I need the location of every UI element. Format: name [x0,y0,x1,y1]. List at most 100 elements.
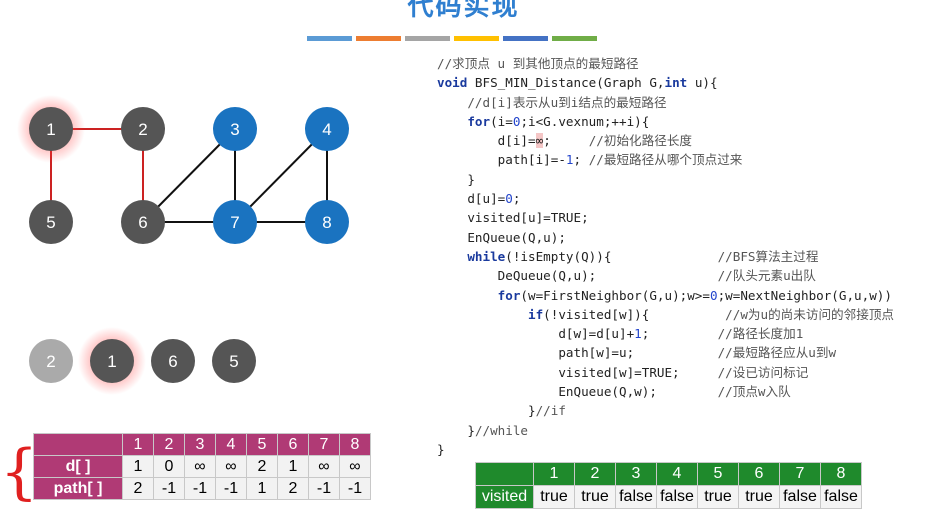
table-cell: false [779,485,821,509]
row-label: d[ ] [33,455,123,478]
table-cell: true [533,485,575,509]
dist-header-3: 3 [184,433,216,456]
code-line-9: visited[u]=TRUE; [467,210,589,226]
dist-header-8: 8 [339,433,371,456]
code-line-5: d[i]=∞; //初始化路径长度 [497,133,693,149]
code-line-10: EnQueue(Q,u); [467,229,566,245]
queue-item-2-label: 1 [107,352,116,371]
table-cell: 1 [122,455,154,478]
graph-node-4-label: 4 [322,120,331,139]
code-line-16: path[w]=u; //最短路径应从u到w [558,345,837,361]
annotation-brace: { [0,437,39,507]
visited-header-4: 4 [656,462,698,486]
table-cell: -1 [153,477,185,500]
graph-node-3: 3 [213,107,257,151]
queue-item-3-label: 6 [168,352,177,371]
code-line-11: while(!isEmpty(Q)){ //BFS算法主过程 [467,248,819,264]
queue-item-4-label: 5 [229,352,238,371]
graph-node-5-label: 5 [46,213,55,232]
graph-node-2-label: 2 [138,120,147,139]
dist-header-4: 4 [215,433,247,456]
code-line-12: DeQueue(Q,u); //队头元素u出队 [497,268,816,284]
queue-item-4: 5 [212,339,256,383]
table-cell: 2 [122,477,154,500]
table-cell: -1 [215,477,247,500]
dist-header-7: 7 [308,433,340,456]
code-line-2: void BFS_MIN_Distance(Graph G,int u){ [437,75,718,91]
graph-node-8: 8 [305,200,349,244]
code-line-14: if(!visited[w]){ //w为u的尚未访问的邻接顶点 [528,306,895,322]
table-cell: -1 [308,477,340,500]
table-cell: 2 [277,477,309,500]
code-line-6: path[i]=-1; //最短路径从哪个顶点过来 [497,152,743,168]
table-cell: true [697,485,739,509]
table-cell: 2 [246,455,278,478]
dist-header-5: 5 [246,433,278,456]
graph-node-4: 4 [305,107,349,151]
table-cell: false [656,485,698,509]
accent-bar-4 [454,36,499,41]
graph-node-7: 7 [213,200,257,244]
accent-bar-6 [552,36,597,41]
table-cell: ∞ [184,455,216,478]
dist-header-2: 2 [153,433,185,456]
accent-bar-5 [503,36,548,41]
table-cell: 1 [246,477,278,500]
code-line-21: } [437,441,445,457]
code-line-7: } [467,171,475,187]
graph-node-6: 6 [121,200,165,244]
code-line-8: d[u]=0; [467,191,521,207]
row-label: path[ ] [33,477,123,500]
dist-header-1: 1 [122,433,154,456]
accent-color-bars [307,36,597,41]
table-cell: ∞ [215,455,247,478]
graph-node-8-label: 8 [322,213,331,232]
table-cell: -1 [339,477,371,500]
code-line-19: }//if [528,403,566,419]
graph-node-5: 5 [29,200,73,244]
visited-header-1: 1 [533,462,575,486]
code-line-3: //d[i]表示从u到i结点的最短路径 [467,94,667,110]
visited-header-2: 2 [574,462,616,486]
graph-node-1: 1 [17,95,85,163]
queue-item-3: 6 [151,339,195,383]
table-cell: false [820,485,862,509]
graph-node-1-label: 1 [46,120,55,139]
queue-item-2: 1 [78,327,146,395]
visited-header-5: 5 [697,462,739,486]
graph-node-7-label: 7 [230,213,239,232]
visited-header-7: 7 [779,462,821,486]
code-line-4: for(i=0;i<G.vexnum;++i){ [467,113,650,129]
visited-row-label: visited [475,485,534,509]
table-cell: true [574,485,616,509]
code-line-15: d[w]=d[u]+1; //路径长度加1 [558,326,804,342]
code-block: //求顶点 u 到其他顶点的最短路径 void BFS_MIN_Distance(… [437,54,894,459]
code-line-17: visited[w]=TRUE; //设已访问标记 [558,364,809,380]
dist-header-6: 6 [277,433,309,456]
code-line-20: }//while [467,422,529,438]
graph-node-6-label: 6 [138,213,147,232]
graph-node-2: 2 [121,107,165,151]
visited-header-3: 3 [615,462,657,486]
visited-header-8: 8 [820,462,862,486]
code-line-13: for(w=FirstNeighbor(G,u);w>=0;w=NextNeig… [497,287,892,303]
table-cell: 1 [277,455,309,478]
table-cell: 0 [153,455,185,478]
visited-header-6: 6 [738,462,780,486]
table-cell: false [615,485,657,509]
table-cell: -1 [184,477,216,500]
queue-item-1: 2 [29,339,73,383]
code-line-18: EnQueue(Q,w); //顶点w入队 [558,384,791,400]
table-cell: ∞ [339,455,371,478]
code-line-1: //求顶点 u 到其他顶点的最短路径 [437,56,639,71]
accent-bar-1 [307,36,352,41]
table-cell: ∞ [308,455,340,478]
slide-title: 代码实现 [407,0,520,22]
queue-item-1-label: 2 [46,352,55,371]
